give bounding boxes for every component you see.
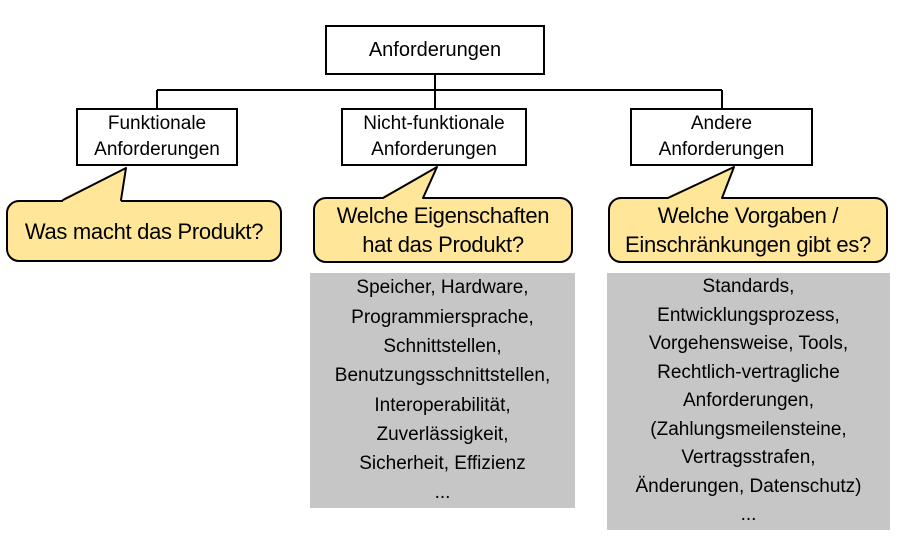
speech-bubble-nicht-funktionale-text: Welche Eigenschaften hat das Produkt? <box>336 203 550 257</box>
node-andere-label: Andere Anforderungen <box>658 113 785 160</box>
speech-bubble-andere-text: Welche Vorgaben / Einschränkungen gibt e… <box>625 203 871 257</box>
node-nicht-funktionale-anforderungen: Nicht-funktionale Anforderungen <box>341 108 527 166</box>
node-funktionale-label: Funktionale Anforderungen <box>94 113 220 160</box>
speech-bubble-nicht-funktionale: Welche Eigenschaften hat das Produkt? <box>313 197 573 263</box>
node-nicht-funktionale-label: Nicht-funktionale Anforderungen <box>363 113 505 160</box>
speech-bubble-andere: Welche Vorgaben / Einschränkungen gibt e… <box>608 197 888 263</box>
details-box-nicht-funktionale: Speicher, Hardware, Programmiersprache, … <box>310 273 575 508</box>
speech-bubble-funktionale-text: Was macht das Produkt? <box>24 218 264 244</box>
node-anforderungen-label: Anforderungen <box>368 38 502 61</box>
details-box-andere: Standards, Entwicklungsprozess, Vorgehen… <box>607 273 890 530</box>
details-andere-text: Standards, Entwicklungsprozess, Vorgehen… <box>635 276 862 526</box>
details-nicht-funktionale-text: Speicher, Hardware, Programmiersprache, … <box>334 277 551 504</box>
speech-bubble-funktionale: Was macht das Produkt? <box>6 200 282 262</box>
node-funktionale-anforderungen: Funktionale Anforderungen <box>76 108 238 166</box>
node-anforderungen: Anforderungen <box>325 25 545 75</box>
node-andere-anforderungen: Andere Anforderungen <box>630 108 813 166</box>
